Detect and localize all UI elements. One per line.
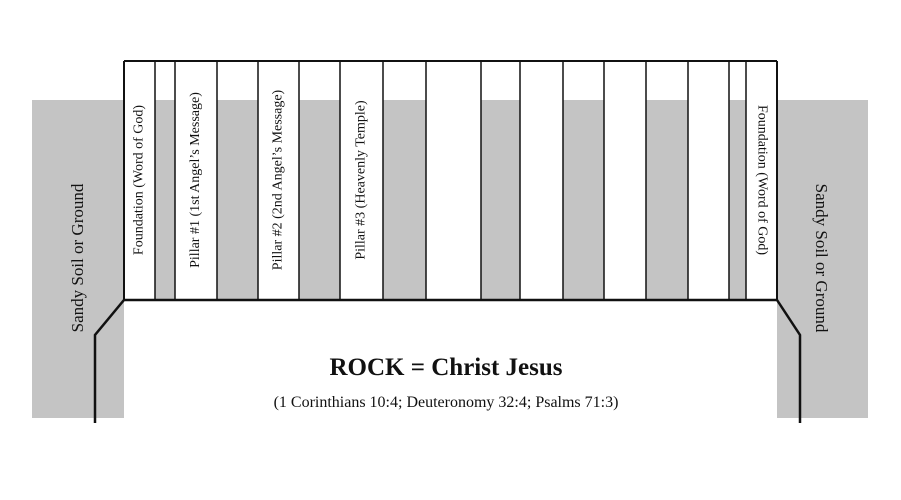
column-3 (175, 61, 217, 300)
column-label-7: Pillar #3 (Heavenly Temple) (354, 100, 369, 260)
column-11 (520, 61, 563, 300)
column-label-1: Foundation (Word of God) (132, 105, 147, 255)
column-label-17: Foundation (Word of God) (754, 105, 769, 255)
column-label-5: Pillar #2 (2nd Angel’s Message) (271, 89, 286, 270)
rock-outline (93, 298, 802, 423)
left-soil-region (32, 100, 124, 418)
column-13 (604, 61, 646, 300)
right-soil-region (777, 100, 868, 418)
left-soil-label: Sandy Soil or Ground (68, 183, 87, 332)
column-label-3: Pillar #1 (1st Angel’s Message) (188, 92, 203, 268)
rock-references: (1 Corinthians 10:4; Deuteronomy 32:4; P… (274, 394, 619, 411)
column-7 (340, 61, 383, 300)
columns-group: Foundation (Word of God) Pillar #1 (1st A… (123, 61, 778, 300)
column-1 (124, 61, 155, 300)
column-17 (746, 61, 777, 300)
rock-title: ROCK = Christ Jesus (329, 354, 562, 381)
column-15 (688, 61, 729, 300)
right-soil-label: Sandy Soil or Ground (812, 184, 831, 333)
column-9 (426, 61, 481, 300)
column-5 (258, 61, 299, 300)
